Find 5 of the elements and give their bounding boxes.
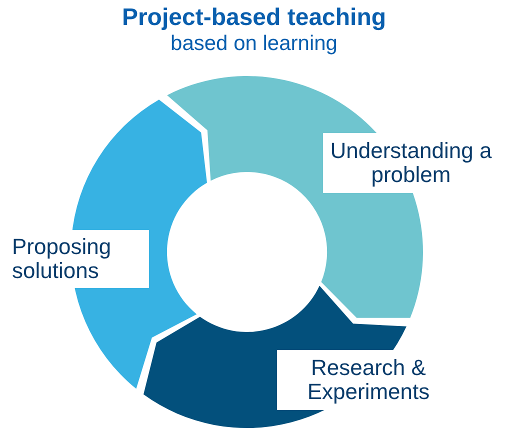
title: Project-based teaching xyxy=(122,4,386,32)
subtitle: based on learning xyxy=(170,32,338,56)
step-label: Understanding a problem xyxy=(329,139,493,187)
step-label: Research & Experiments xyxy=(306,356,431,404)
step-label: Proposing solutions xyxy=(12,235,112,283)
